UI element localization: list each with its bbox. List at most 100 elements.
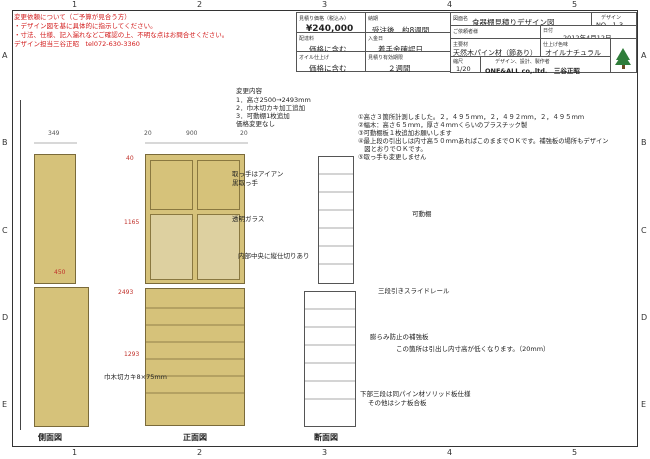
- estimate-label: 見積り価格（税込み）: [299, 16, 350, 22]
- grid-row-d-right: D: [641, 313, 648, 322]
- section-drawers: [304, 308, 356, 400]
- finish-value: オイルナチュラル: [545, 49, 601, 57]
- grid-col-3-bottom: 3: [322, 448, 328, 457]
- grid-col-1-bottom: 1: [72, 448, 78, 457]
- callout-anti-fall: 膨らみ防止の補強板: [370, 333, 429, 341]
- callout-bottom-1: 下部三段は同パイン材ソリッド板仕様: [360, 390, 471, 398]
- callout-rail: 三段引きスライドレール: [378, 287, 450, 295]
- dim-total-height: 2493: [118, 289, 134, 296]
- spec-note-4: ④最上段の引出しは内寸高５０ｍｍあればこのままでＯＫです。補強板の場所もデザイン: [358, 138, 609, 145]
- callout-glass: 透明ガラス: [232, 215, 265, 223]
- front-door-right: [197, 160, 240, 210]
- shipping-label: 配達料: [299, 36, 315, 42]
- payment-label: 入金日: [368, 36, 384, 42]
- note-instruction: ・デザイン図を基に具体的に指示してください。: [14, 22, 157, 30]
- maker-value: ONE&ALL co,.ltd. 三谷正昭: [485, 67, 580, 75]
- client-label: ご依頼者様: [453, 29, 479, 35]
- estimate-cell: 見積り価格（税込み） ¥240,000: [296, 12, 366, 34]
- grid-col-4-bottom: 4: [447, 448, 453, 457]
- note-contact: デザイン担当三谷正昭 tel072-630-3360: [14, 40, 140, 48]
- delivery-cell: 納期 受注後 約8週間: [365, 12, 451, 35]
- section-upper-shelves: [318, 173, 354, 265]
- front-glass-right: [197, 214, 240, 280]
- dim-front-width: 900: [186, 130, 198, 137]
- change-item-1: 1．高さ2500→2493mm: [236, 96, 311, 104]
- change-list-title: 変更内容: [236, 87, 262, 95]
- grid-col-5: 5: [572, 0, 578, 9]
- client-cell: ご依頼者様: [450, 25, 541, 39]
- scale-value: 1/20: [456, 65, 471, 73]
- drawing-name-cell: 図面名 食器棚見積りデザイン図: [450, 12, 592, 27]
- material-value: 天然木パイン材（節あり）: [453, 49, 537, 57]
- spec-note-6: ⑤取っ手も変更しません: [358, 154, 427, 161]
- grid-row-c-right: C: [641, 226, 647, 235]
- front-drawers: [145, 307, 245, 394]
- tree-logo-icon: [615, 48, 631, 69]
- logo-cell: [610, 38, 637, 73]
- grid-row-c: C: [2, 226, 8, 235]
- design-no-label: デザイン: [601, 15, 622, 21]
- drawing-name-value: 食器棚見積りデザイン図: [472, 18, 555, 27]
- note-check: ・寸法、仕様、記入漏れなどご確認の上、不明な点はお問合せください。: [14, 31, 229, 39]
- callout-baseboard: 巾木切カキ8×75mm: [104, 373, 168, 381]
- finish-label: 仕上げ色味: [543, 42, 569, 48]
- date-label: 日付: [543, 28, 554, 34]
- dim-top-rail: 40: [126, 155, 134, 162]
- callout-bottom-2: その他はシナ板合板: [368, 399, 427, 407]
- spec-note-2: ②幅木：高さ６５ｍｍ，厚さ４ｍｍくらいのプラスチック製: [358, 122, 528, 129]
- callout-anti-fall-note: この箇所は引出し内寸高が低くなります。（20mm）: [396, 345, 550, 353]
- callout-divider: 内部中央に縦仕切りあり: [238, 252, 310, 260]
- grid-col-3: 3: [322, 0, 328, 9]
- material-label: 主要材: [453, 42, 469, 48]
- label-section-view: 断面図: [314, 433, 338, 442]
- label-front-view: 正面図: [183, 433, 207, 442]
- grid-col-2-bottom: 2: [197, 448, 203, 457]
- date-cell: 日付 2012年4月12日: [540, 25, 637, 42]
- dim-front-right: 20: [240, 130, 248, 137]
- section-view-lower: [304, 291, 356, 427]
- label-side-view: 側面図: [38, 433, 62, 442]
- estimate-value: ¥240,000: [306, 24, 354, 34]
- side-view-wall: [20, 100, 21, 430]
- side-dim-line: [34, 142, 77, 144]
- change-item-2: 2．巾木切カキ加工追加: [236, 104, 306, 112]
- grid-col-5-bottom: 5: [572, 448, 578, 457]
- maker-label: デザイン、設計、製作者: [495, 59, 550, 65]
- validity-label: 見積り有効期限: [368, 55, 404, 61]
- change-item-4: 価格変更なし: [236, 120, 275, 128]
- validity-value: ２週間: [388, 64, 411, 73]
- drawing-frame: [12, 10, 638, 447]
- oil-cell: オイル仕上げ 価格に含む: [296, 51, 366, 73]
- spec-note-1: ①高さ３箇所計測しました。２，４９５ｍｍ，２，４９２ｍｍ，２，４９５ｍｍ: [358, 114, 585, 121]
- front-view-lower: [145, 288, 245, 426]
- callout-handle-2: 黒取っ手: [232, 179, 258, 187]
- drawing-name-label: 図面名: [453, 16, 469, 22]
- section-view-upper: [318, 156, 354, 284]
- front-glass-left: [150, 214, 193, 280]
- maker-cell: デザイン、設計、製作者 ONE&ALL co,.ltd. 三谷正昭: [480, 56, 611, 75]
- payment-cell: 入金日 着手金確認日: [365, 32, 451, 54]
- dim-side-width: 349: [48, 130, 60, 137]
- grid-row-a: A: [2, 51, 8, 60]
- side-view-upper: [34, 154, 76, 284]
- scale-label: 縮尺: [453, 59, 464, 65]
- front-dim-line: [145, 142, 248, 144]
- payment-value: 着手金確認日: [378, 45, 423, 54]
- oil-value: 価格に含む: [309, 64, 347, 73]
- grid-row-b-right: B: [641, 138, 647, 147]
- grid-col-2: 2: [197, 0, 203, 9]
- callout-handle-1: 取っ手はアイアン: [232, 170, 284, 178]
- spec-note-3: ③可動棚板１枚追加お願いします: [358, 130, 452, 137]
- delivery-value: 受注後 約8週間: [372, 26, 430, 35]
- side-view-lower: [34, 287, 89, 427]
- design-no-cell: デザイン NO 1-3: [591, 12, 637, 29]
- finish-cell: 仕上げ色味 オイルナチュラル: [540, 38, 611, 57]
- grid-row-b: B: [2, 138, 8, 147]
- dim-side-inner: 450: [54, 269, 66, 276]
- oil-label: オイル仕上げ: [299, 55, 330, 61]
- material-cell: 主要材 天然木パイン材（節あり）: [450, 38, 541, 57]
- shipping-value: 価格に含む: [309, 45, 347, 54]
- note-change-request: 変更依頼について（ご予算が見合う方）: [14, 13, 131, 21]
- front-door-left: [150, 160, 193, 210]
- dim-upper-height: 1165: [124, 219, 140, 226]
